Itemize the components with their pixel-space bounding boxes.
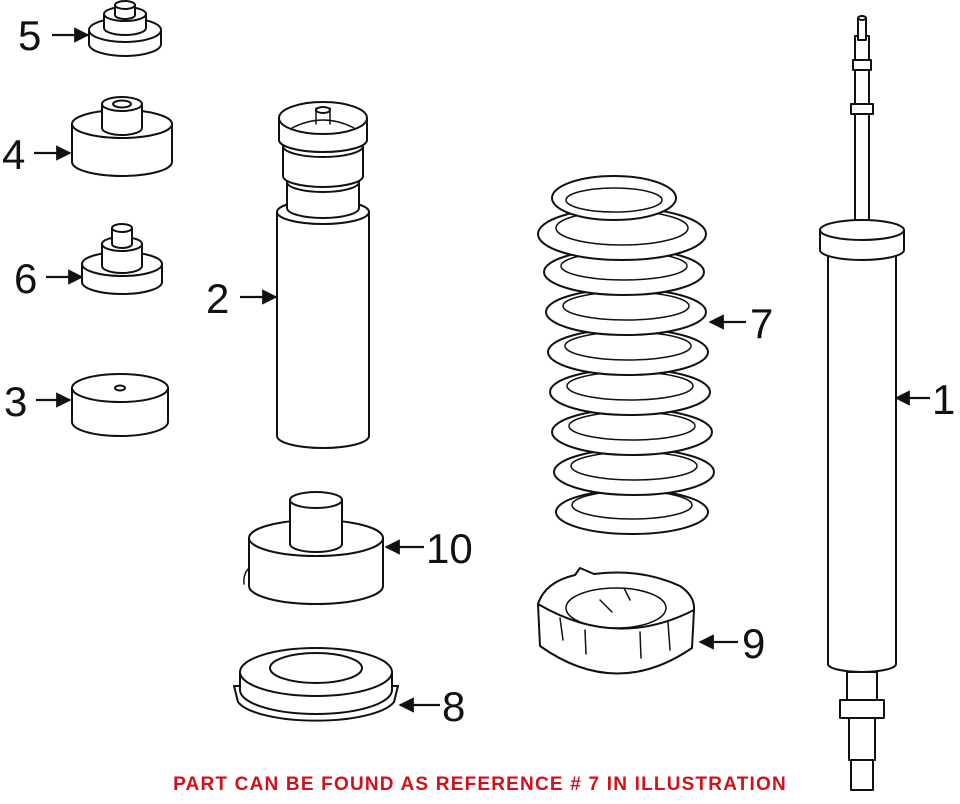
callout-arrows (34, 27, 930, 713)
callout-7: 7 (750, 300, 773, 347)
callout-5: 5 (18, 12, 41, 59)
callout-4: 4 (2, 131, 25, 178)
part-8-spring-seat (233, 647, 399, 722)
reference-note: PART CAN BE FOUND AS REFERENCE # 7 IN IL… (173, 774, 787, 795)
part-1-shock-absorber (819, 15, 905, 791)
part-9-lower-spring-pad (537, 567, 696, 675)
part-4-mount-cushion (71, 96, 173, 177)
part-10-bump-stop (243, 491, 384, 605)
callout-10: 10 (426, 525, 473, 572)
callout-8: 8 (442, 683, 465, 730)
callout-1: 1 (932, 376, 955, 423)
callout-9: 9 (742, 620, 765, 667)
callout-3: 3 (4, 378, 27, 425)
callout-6: 6 (14, 255, 37, 302)
part-2-dust-boot (276, 101, 370, 449)
part-7-coil-spring (537, 175, 715, 535)
part-5-upper-mount (88, 0, 162, 57)
part-3-spring-pad (71, 373, 169, 437)
part-6-bushing (81, 223, 163, 295)
callout-2: 2 (206, 275, 229, 322)
